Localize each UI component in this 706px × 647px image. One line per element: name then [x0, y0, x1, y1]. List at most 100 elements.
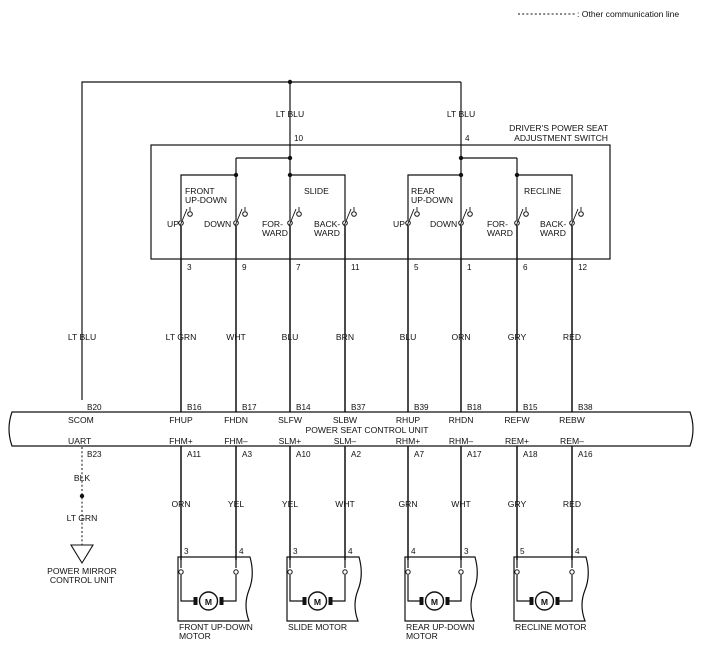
- switch-pin-number: 9: [242, 263, 247, 272]
- motor-pin-right: 3: [464, 547, 469, 556]
- switch-pin-number: 7: [296, 263, 301, 272]
- comm-dest-line2: CONTROL UNIT: [50, 575, 115, 585]
- motor-wire-color: WHT: [335, 499, 355, 509]
- comm-connector-dot: [79, 493, 85, 499]
- recline-forward-label-2: WARD: [487, 228, 513, 238]
- motor-terminal-left: [514, 569, 520, 575]
- switch-pin-number: 3: [187, 263, 192, 272]
- unit-pin-number: B15: [523, 403, 538, 412]
- motor-pin-right: 4: [348, 547, 353, 556]
- unit-pin-number: B18: [467, 403, 482, 412]
- switch-pin-number: 12: [578, 263, 588, 272]
- unit-output-label: RHM+: [396, 436, 421, 446]
- motor-terminal-left: [405, 569, 411, 575]
- feed-junction-left: [287, 79, 293, 85]
- switch-contact-terminal: [467, 211, 473, 217]
- unit-output-pin: A11: [187, 450, 201, 459]
- unit-input-label: FHDN: [224, 415, 248, 425]
- switch-junction-6: [514, 172, 520, 178]
- unit-pin-number: B39: [414, 403, 429, 412]
- unit-output-pin: A10: [296, 450, 311, 459]
- recline-backward-label-2: WARD: [540, 228, 566, 238]
- switch-blade: [343, 208, 352, 227]
- motor-housing: [286, 556, 362, 622]
- group-recline-label: RECLINE: [524, 186, 562, 196]
- adjustment-switch: DRIVER'S POWER SEAT ADJUSTMENT SWITCH FR…: [150, 123, 611, 260]
- switch-contact-terminal: [578, 211, 584, 217]
- motor-wire-color: YEL: [228, 499, 244, 509]
- uart-comm-line: B23 BLK LT GRN POWER MIRROR CONTROL UNIT: [47, 447, 117, 585]
- feed-wire-label-left: LT BLU: [276, 109, 304, 119]
- motor-brush-right: [445, 597, 450, 605]
- motor-housing: [404, 556, 478, 622]
- motor-terminal-right: [569, 569, 575, 575]
- motor-wire-color: WHT: [451, 499, 471, 509]
- motor-inner-wire-left: [516, 575, 530, 602]
- unit-input-label: REBW: [559, 415, 586, 425]
- slide-backward-label-2: WARD: [314, 228, 340, 238]
- motor-icon: [307, 591, 328, 611]
- motor-icon: [534, 591, 555, 611]
- switch-title-line1: DRIVER'S POWER SEAT: [509, 123, 609, 133]
- motor-inner-wire-left: [289, 575, 303, 602]
- feed-pin-left: 10: [294, 134, 304, 143]
- rear-up-label: UP: [393, 219, 405, 229]
- motor-pin-left: 4: [411, 547, 416, 556]
- unit-input-label: FHUP: [169, 415, 193, 425]
- output-wire-color: BRN: [336, 332, 354, 342]
- control-unit-title: POWER SEAT CONTROL UNIT: [305, 425, 429, 435]
- motor-pin-left: 3: [293, 547, 298, 556]
- motor-wire-color: GRY: [508, 499, 527, 509]
- motor-terminal-left: [178, 569, 184, 575]
- output-wire-color: BLU: [400, 332, 417, 342]
- switch-pin-number: 1: [467, 263, 472, 272]
- scom-pin-label: B20: [87, 403, 102, 412]
- motor-terminal-right: [342, 569, 348, 575]
- unit-input-label: SLBW: [333, 415, 358, 425]
- uart-label: UART: [68, 436, 92, 446]
- unit-output-pin: A7: [414, 450, 424, 459]
- switch-pin-number: 11: [351, 263, 360, 272]
- switch-blade: [515, 208, 524, 227]
- unit-input-label: RHUP: [396, 415, 421, 425]
- motor-icon: [424, 591, 445, 611]
- unit-pin-number: B16: [187, 403, 202, 412]
- motor-wire-color: ORN: [171, 499, 190, 509]
- motor-inner-wire-right: [449, 575, 462, 602]
- motor-name-line2: MOTOR: [179, 631, 211, 641]
- switch-bus-right: [407, 174, 461, 220]
- switch-feed: LT BLU LT BLU 10 4: [81, 79, 475, 400]
- recline-backward-label-1: BACK-: [540, 219, 566, 229]
- scom-wire-label: LT BLU: [68, 332, 96, 342]
- motor-brush-left: [302, 597, 307, 605]
- switch-contact-terminal: [351, 211, 357, 217]
- switch-pin-number: 5: [414, 263, 419, 272]
- motor-inner-wire-right: [332, 575, 346, 602]
- unit-output-pin: A3: [242, 450, 252, 459]
- power-seat-control-unit: POWER SEAT CONTROL UNIT SCOM UART: [8, 411, 694, 447]
- motor-brush-left: [529, 597, 534, 605]
- unit-pin-number: B37: [351, 403, 366, 412]
- switch-junction-1: [233, 172, 239, 178]
- ground-triangle-icon: [70, 544, 94, 565]
- unit-output-pin: A17: [467, 450, 482, 459]
- motor-terminal-left: [287, 569, 293, 575]
- switch-blade: [459, 208, 468, 227]
- switch-title-line2: ADJUSTMENT SWITCH: [514, 133, 608, 143]
- motor-brush-right: [328, 597, 333, 605]
- unit-output-label: FHM+: [169, 436, 193, 446]
- switch-contacts: [178, 207, 584, 227]
- motor-pin-left: 3: [184, 547, 189, 556]
- comm-wire-1-label: BLK: [74, 473, 91, 483]
- motor-wire-color: GRN: [398, 499, 417, 509]
- motor-inner-wire-left: [407, 575, 420, 602]
- switch-junction-2: [287, 155, 293, 161]
- motor-symbol: M: [541, 597, 548, 607]
- motor-name-line1: FRONT UP-DOWN: [179, 622, 253, 632]
- group-rear-label-1: REAR: [411, 186, 435, 196]
